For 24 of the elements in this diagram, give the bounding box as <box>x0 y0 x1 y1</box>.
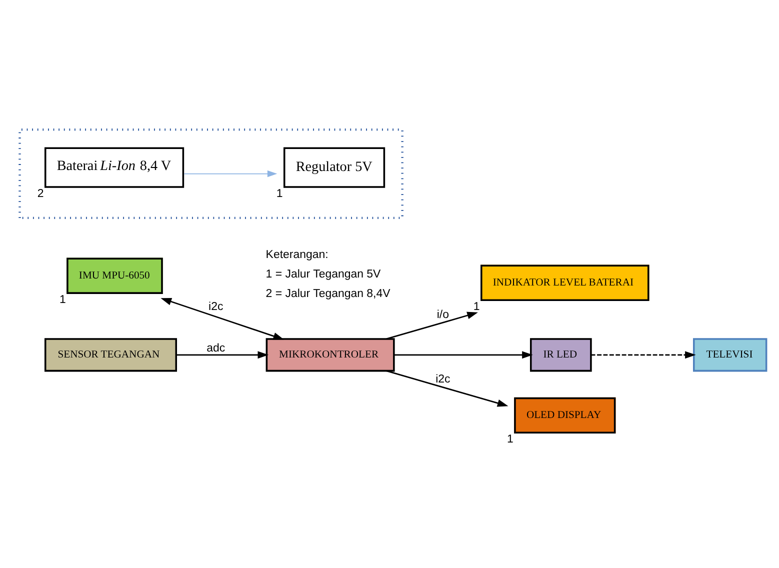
node-label: 1 <box>473 301 480 314</box>
arrow <box>386 370 508 407</box>
node-box: TELEVISI <box>693 338 768 372</box>
arrow <box>386 312 478 340</box>
node-label: 1 <box>60 294 66 306</box>
node-label: 2 <box>37 188 44 200</box>
node-label: 1 <box>276 188 283 200</box>
cluster <box>18 128 404 220</box>
node-box: MIKROKONTROLER <box>266 338 395 372</box>
edge-label: i2c <box>208 301 224 314</box>
arrow <box>590 351 696 359</box>
edge-label: adc <box>206 342 226 355</box>
edge-label: i/o <box>436 309 450 322</box>
edge-label: i2c <box>436 374 450 386</box>
arrow <box>160 298 284 340</box>
label: 2 = Jalur Tegangan 8,4V <box>266 288 390 300</box>
arrow <box>394 351 533 359</box>
label: 1 = Jalur Tegangan 5V <box>266 268 381 281</box>
label: Keterangan: <box>266 249 328 262</box>
arrow <box>184 170 278 178</box>
node-box: IR LED <box>530 338 592 372</box>
arrow <box>176 351 269 359</box>
node-box: SENSOR TEGANGAN <box>44 338 177 372</box>
node-label: 1 <box>507 434 514 446</box>
